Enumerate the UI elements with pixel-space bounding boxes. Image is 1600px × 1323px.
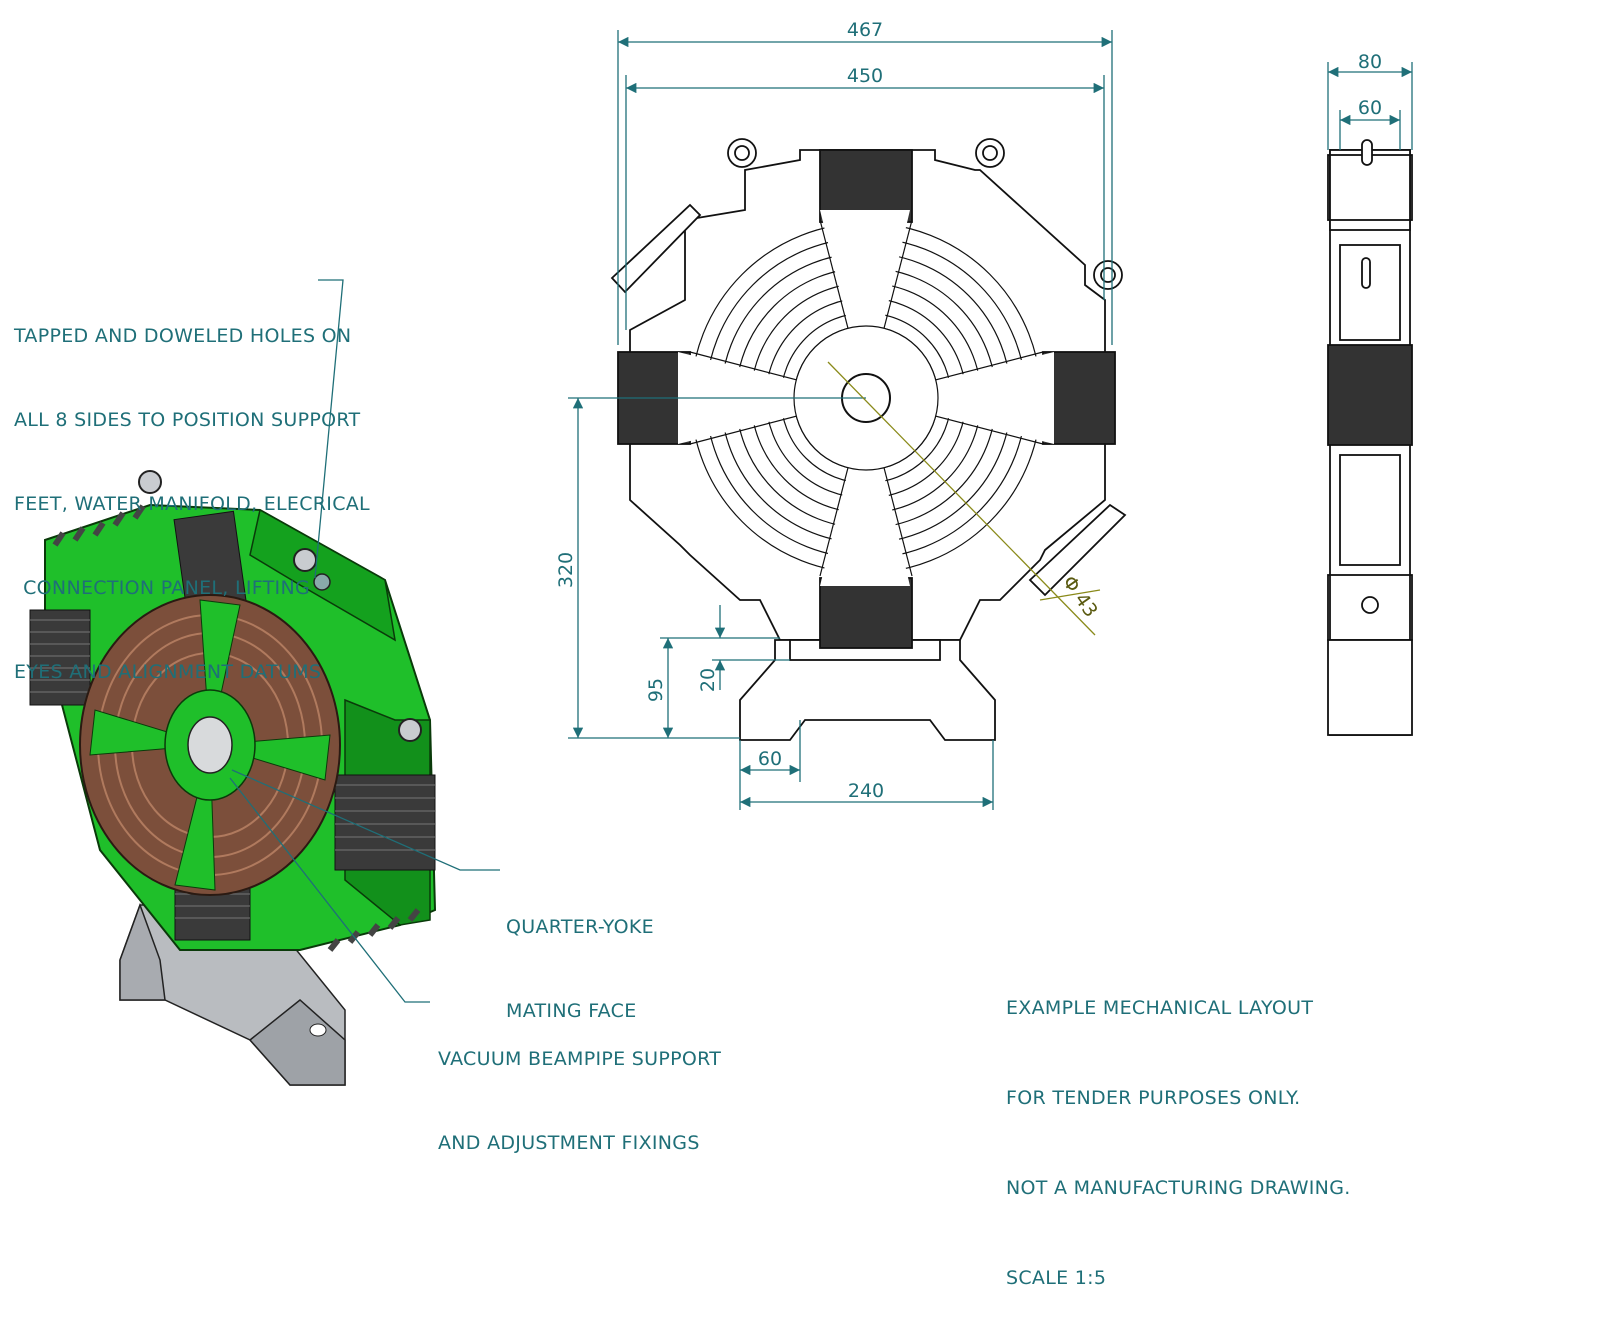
front-coil-bottom bbox=[819, 577, 913, 649]
disclaimer-line: FOR TENDER PURPOSES ONLY. bbox=[1006, 1087, 1301, 1109]
disclaimer-line: SCALE 1:5 bbox=[1006, 1267, 1107, 1289]
holes-note: TAPPED AND DOWELED HOLES ON ALL 8 SIDES … bbox=[14, 266, 370, 714]
front-coil-right bbox=[1042, 351, 1116, 445]
front-lifting-eye-side bbox=[1093, 260, 1123, 290]
iso-lifting-eyes bbox=[138, 470, 422, 742]
beampipe-note: VACUUM BEAMPIPE SUPPORT AND ADJUSTMENT F… bbox=[438, 989, 721, 1185]
holes-note-line: ALL 8 SIDES TO POSITION SUPPORT bbox=[14, 409, 361, 431]
engineering-drawing: 467 450 80 60 320 95 20 60 240 Φ 43 bbox=[29, 19, 1413, 1086]
yoke-note-line: QUARTER-YOKE bbox=[506, 916, 654, 938]
beampipe-note-line: AND ADJUSTMENT FIXINGS bbox=[438, 1132, 700, 1154]
dim-side-inner-width: 60 bbox=[1358, 97, 1382, 119]
isometric-view bbox=[29, 470, 437, 1086]
disclaimer-note: EXAMPLE MECHANICAL LAYOUT FOR TENDER PUR… bbox=[1006, 933, 1351, 1323]
dim-base-height: 95 bbox=[645, 678, 667, 702]
disclaimer-line: NOT A MANUFACTURING DRAWING. bbox=[1006, 1177, 1351, 1199]
beampipe-note-line: VACUUM BEAMPIPE SUPPORT bbox=[438, 1048, 722, 1070]
iso-copper-windings bbox=[79, 594, 341, 896]
holes-note-line: TAPPED AND DOWELED HOLES ON bbox=[14, 325, 352, 347]
front-bracket-upper-left bbox=[610, 203, 702, 294]
dim-center-height: 320 bbox=[555, 552, 577, 588]
front-lifting-eye-left bbox=[727, 138, 757, 168]
dim-base-width: 240 bbox=[848, 780, 884, 802]
disclaimer-line: EXAMPLE MECHANICAL LAYOUT bbox=[1006, 997, 1314, 1019]
dim-foot-width: 60 bbox=[758, 748, 782, 770]
dim-overall-width: 467 bbox=[847, 19, 883, 41]
dimension-lines bbox=[568, 30, 1413, 810]
dim-body-width: 450 bbox=[847, 65, 883, 87]
front-lifting-eye-right bbox=[975, 138, 1005, 168]
yoke-note-line: MATING FACE bbox=[506, 1000, 637, 1022]
holes-note-line: EYES AND ALIGNMENT DATUMS bbox=[14, 661, 322, 683]
front-view bbox=[610, 138, 1127, 741]
note-leaders bbox=[229, 279, 500, 1003]
dim-side-width: 80 bbox=[1358, 51, 1382, 73]
holes-note-line: CONNECTION PANEL, LIFTING bbox=[23, 577, 310, 599]
yoke-note: QUARTER-YOKE MATING FACE bbox=[506, 857, 654, 1053]
front-bracket-lower-right bbox=[1028, 503, 1127, 597]
side-view bbox=[1327, 139, 1413, 736]
holes-note-line: FEET, WATER MANIFOLD, ELECRICAL bbox=[14, 493, 370, 515]
front-base-foot bbox=[739, 639, 996, 741]
bore-leader bbox=[827, 361, 1101, 636]
dim-base-step: 20 bbox=[697, 668, 719, 692]
